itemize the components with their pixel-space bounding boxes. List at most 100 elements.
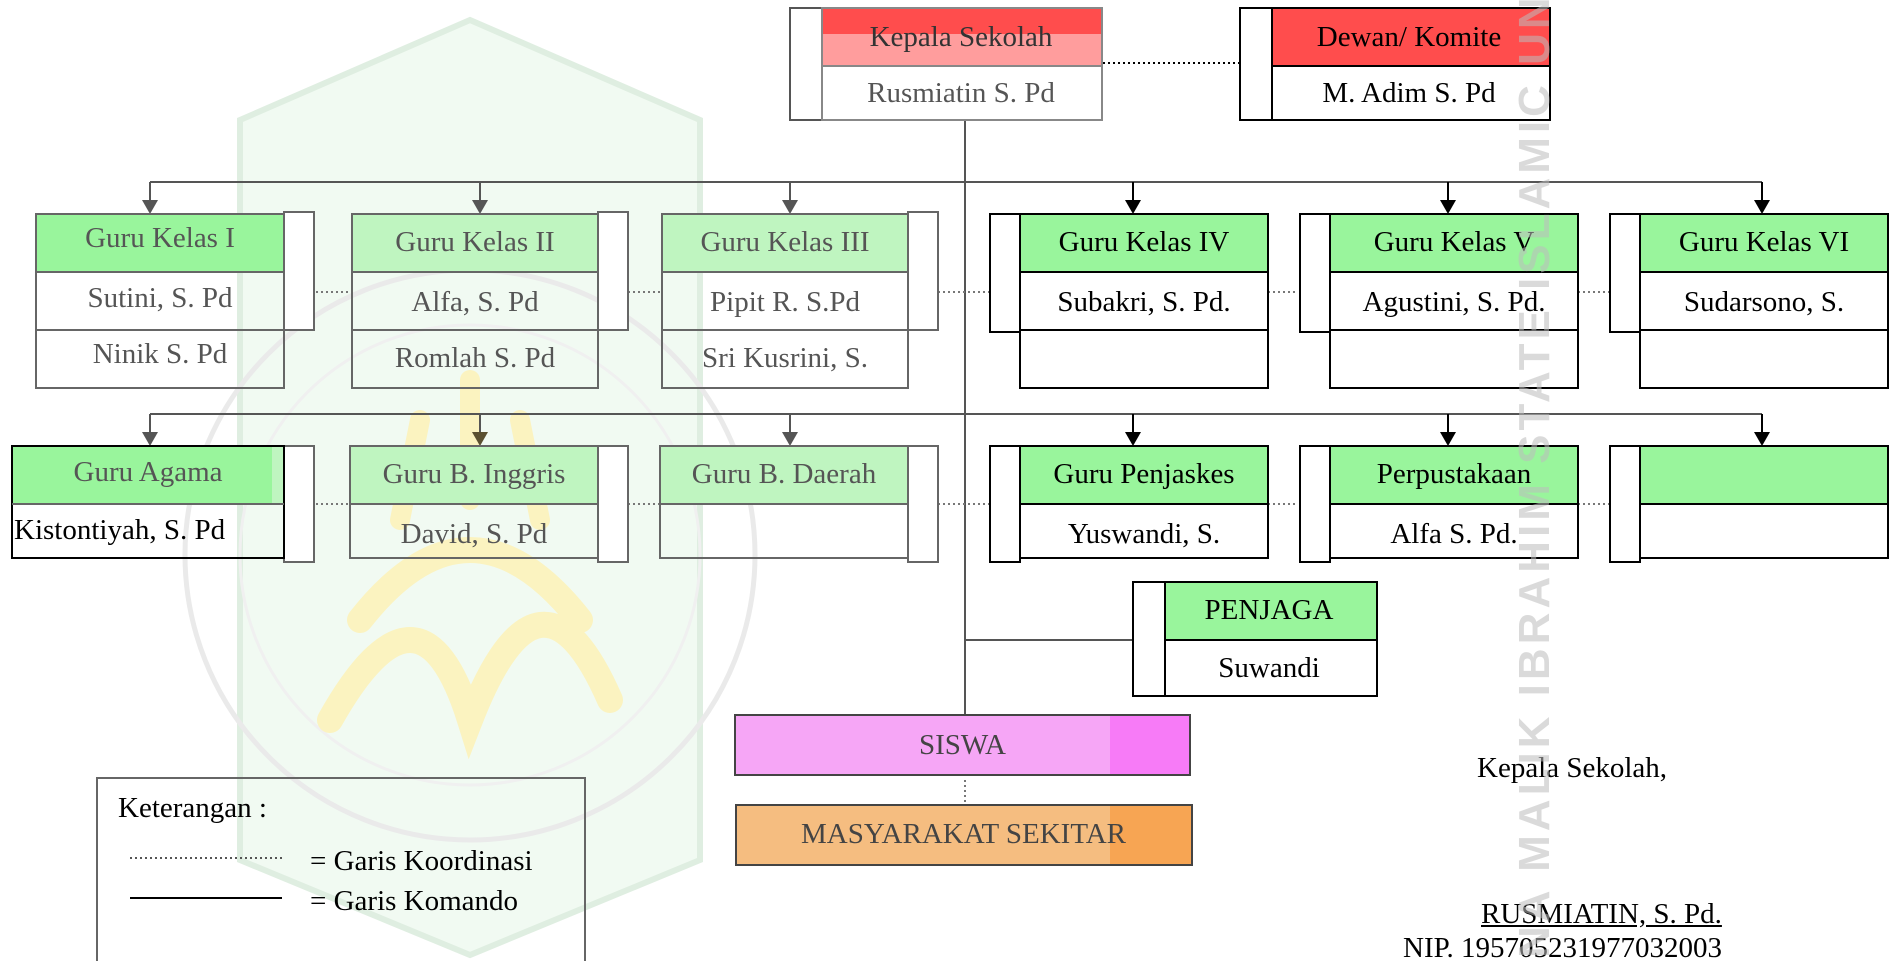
- class2-box: [351, 213, 599, 389]
- pe-side-tab: [989, 445, 1021, 563]
- row1-arrow-2: [472, 200, 488, 214]
- signature-nip: NIP. 195705231977032003: [1403, 932, 1723, 964]
- students-label: SISWA: [918, 729, 1006, 761]
- local-language-title: Guru B. Daerah: [691, 458, 877, 490]
- signature-role: Kepala Sekolah,: [1477, 752, 1668, 784]
- class6-title-fill: [1640, 214, 1888, 272]
- class5-title: Guru Kelas V: [1373, 226, 1535, 258]
- class1-title-fill-main: [36, 214, 284, 272]
- class2-teacher-2: Romlah S. Pd: [394, 342, 556, 374]
- class2-teacher-1: Alfa, S. Pd: [411, 286, 539, 318]
- head-title-fill-top: [822, 8, 1102, 34]
- empty-unit-box: [1639, 445, 1889, 559]
- local-language-side-tab: [907, 445, 939, 563]
- class1-teacher-2: Ninik S. Pd: [92, 338, 228, 370]
- guard-title-fill: [1165, 582, 1377, 640]
- row1-arrow-1: [142, 200, 158, 214]
- class5-box: [1329, 213, 1579, 389]
- english-box: [349, 445, 599, 559]
- committee-box: [1271, 7, 1551, 121]
- class1-teacher-1: Sutini, S. Pd: [87, 282, 233, 314]
- head-title: Kepala Sekolah: [869, 21, 1053, 53]
- class2-title-fill: [352, 214, 598, 272]
- community-fill-accent: [1110, 805, 1192, 865]
- guard-name: Suwandi: [1218, 652, 1320, 684]
- local-language-title-fill: [660, 446, 908, 504]
- class6-box: [1639, 213, 1889, 389]
- community-label: MASYARAKAT SEKITAR: [800, 818, 1127, 850]
- religion-title: Guru Agama: [73, 456, 223, 488]
- library-staff: Alfa S. Pd.: [1390, 518, 1518, 550]
- row1-arrow-3: [782, 200, 798, 214]
- class4-side-tab: [989, 213, 1021, 333]
- class4-title: Guru Kelas IV: [1058, 226, 1230, 258]
- watermark-calligraphy-icon: [317, 537, 623, 760]
- library-title: Perpustakaan: [1376, 458, 1532, 490]
- class3-title-fill: [662, 214, 908, 272]
- english-title-fill: [350, 446, 598, 504]
- guard-title: PENJAGA: [1204, 594, 1334, 626]
- signature-name: RUSMIATIN, S. Pd.: [1481, 898, 1722, 930]
- row1-arrow-6: [1754, 200, 1770, 214]
- row2-arrow-3: [782, 432, 798, 446]
- class1-box: [35, 213, 285, 389]
- class2-side-tab: [597, 211, 629, 331]
- guard-side-tab: [1132, 581, 1166, 697]
- class5-side-tab: [1299, 213, 1331, 333]
- class5-title-fill: [1330, 214, 1578, 272]
- head-side-tab: [789, 7, 823, 121]
- library-title-fill: [1330, 446, 1578, 504]
- legend-coordination: = Garis Koordinasi: [310, 845, 533, 877]
- class4-title-fill: [1020, 214, 1268, 272]
- class5-teacher-1: Agustini, S. Pd.: [1362, 286, 1546, 318]
- committee-title-fill: [1272, 8, 1550, 66]
- committee-title: Dewan/ Komite: [1316, 21, 1502, 53]
- legend-box: [96, 777, 586, 961]
- class3-teacher-1: Pipit R. S.Pd: [710, 286, 860, 318]
- english-side-tab: [597, 445, 629, 563]
- pe-teacher: Yuswandi, S.: [1067, 518, 1221, 550]
- religion-title-fill-main: [12, 446, 272, 504]
- community-box: [735, 804, 1193, 866]
- class3-box: [661, 213, 909, 389]
- class6-side-tab: [1609, 213, 1641, 333]
- library-side-tab: [1299, 445, 1331, 563]
- english-teacher: David, S. Pd: [400, 518, 548, 550]
- class3-title: Guru Kelas III: [700, 226, 870, 258]
- religion-teacher: Kistontiyah, S. Pd: [14, 514, 226, 546]
- students-fill-accent: [1110, 715, 1190, 775]
- pe-box: [1019, 445, 1269, 559]
- empty-unit-side-tab: [1609, 445, 1641, 563]
- committee-side-tab: [1239, 7, 1273, 121]
- head-name: Rusmiatin S. Pd: [867, 77, 1055, 109]
- class3-side-tab: [907, 211, 939, 331]
- class1-side-tab: [283, 211, 315, 331]
- empty-unit-title-fill: [1640, 446, 1888, 504]
- library-box: [1329, 445, 1579, 559]
- watermark-text: NA MALIK IBRAHIM STATE ISLAMIC UNIVERS: [1510, 0, 1559, 958]
- religion-box: [11, 445, 285, 559]
- row1-arrow-5: [1440, 200, 1456, 214]
- students-box: [734, 714, 1191, 776]
- pe-title-fill: [1020, 446, 1268, 504]
- class6-teacher-1: Sudarsono, S.: [1683, 286, 1845, 318]
- head-box: [821, 7, 1103, 121]
- legend-title: Keterangan :: [118, 792, 267, 824]
- class4-teacher-1: Subakri, S. Pd.: [1057, 286, 1231, 318]
- row2-arrow-5: [1440, 432, 1456, 446]
- class2-title: Guru Kelas II: [395, 226, 555, 258]
- row2-arrow-1: [142, 432, 158, 446]
- pe-title: Guru Penjaskes: [1053, 458, 1235, 490]
- row2-arrow-4: [1125, 432, 1141, 446]
- class3-teacher-2: Sri Kusrini, S.: [702, 342, 868, 374]
- class4-box: [1019, 213, 1269, 389]
- row2-arrow-2: [472, 432, 488, 446]
- row1-arrow-4: [1125, 200, 1141, 214]
- committee-name: M. Adim S. Pd: [1322, 77, 1496, 109]
- row2-arrow-6: [1754, 432, 1770, 446]
- class1-title: Guru Kelas I: [85, 222, 235, 254]
- watermark-inner-ring-icon: [238, 323, 702, 787]
- legend-command: = Garis Komando: [310, 885, 519, 917]
- religion-side-tab: [283, 445, 315, 563]
